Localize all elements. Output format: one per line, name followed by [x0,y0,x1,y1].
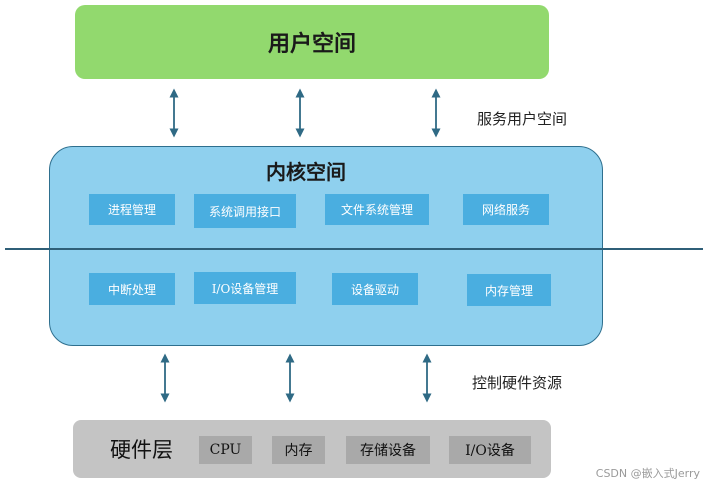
kernel-divider-line [5,248,703,250]
kernel-space-title: 内核空间 [266,160,346,184]
watermark-text: CSDN @嵌入式Jerry [595,467,700,480]
kernel-space-box [49,146,603,346]
hardware-item-storage: 存储设备 [346,436,430,464]
kernel-item-memory: 内存管理 [467,274,551,306]
kernel-item-network: 网络服务 [463,194,549,225]
kernel-item-interrupt: 中断处理 [89,273,175,305]
user-space-label: 用户空间 [267,32,356,57]
user-space-box: 用户空间 [75,5,549,79]
hardware-item-memory: 内存 [272,436,325,464]
hardware-layer-title: 硬件层 [110,438,173,462]
user-side-label: 服务用户空间 [477,110,568,128]
hardware-item-cpu: CPU [199,436,252,464]
kernel-item-filesystem: 文件系统管理 [325,194,429,225]
kernel-item-process-mgmt: 进程管理 [89,194,175,225]
hardware-side-label: 控制硬件资源 [472,374,563,392]
kernel-item-syscall: 系统调用接口 [194,194,296,228]
kernel-item-io-device: I/O设备管理 [194,272,296,304]
kernel-item-driver: 设备驱动 [332,273,418,305]
hardware-item-io: I/O设备 [449,436,531,464]
